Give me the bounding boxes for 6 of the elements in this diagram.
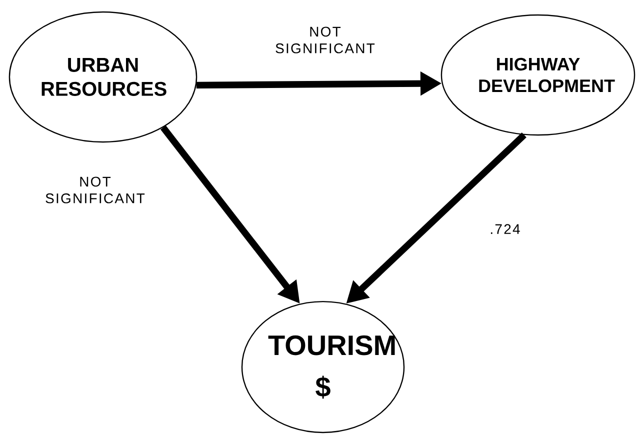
ellipse-node: TOURISM $: [241, 300, 405, 434]
edge-label: .724: [490, 224, 520, 234]
ellipse-node: HIGHWAY DEVELOPMENT: [440, 14, 636, 136]
edge-label: NOT SIGNIFICANT: [276, 26, 375, 54]
edge-label: NOT SIGNIFICANT: [46, 176, 145, 204]
ellipse-node: URBAN RESOURCES: [8, 11, 198, 143]
